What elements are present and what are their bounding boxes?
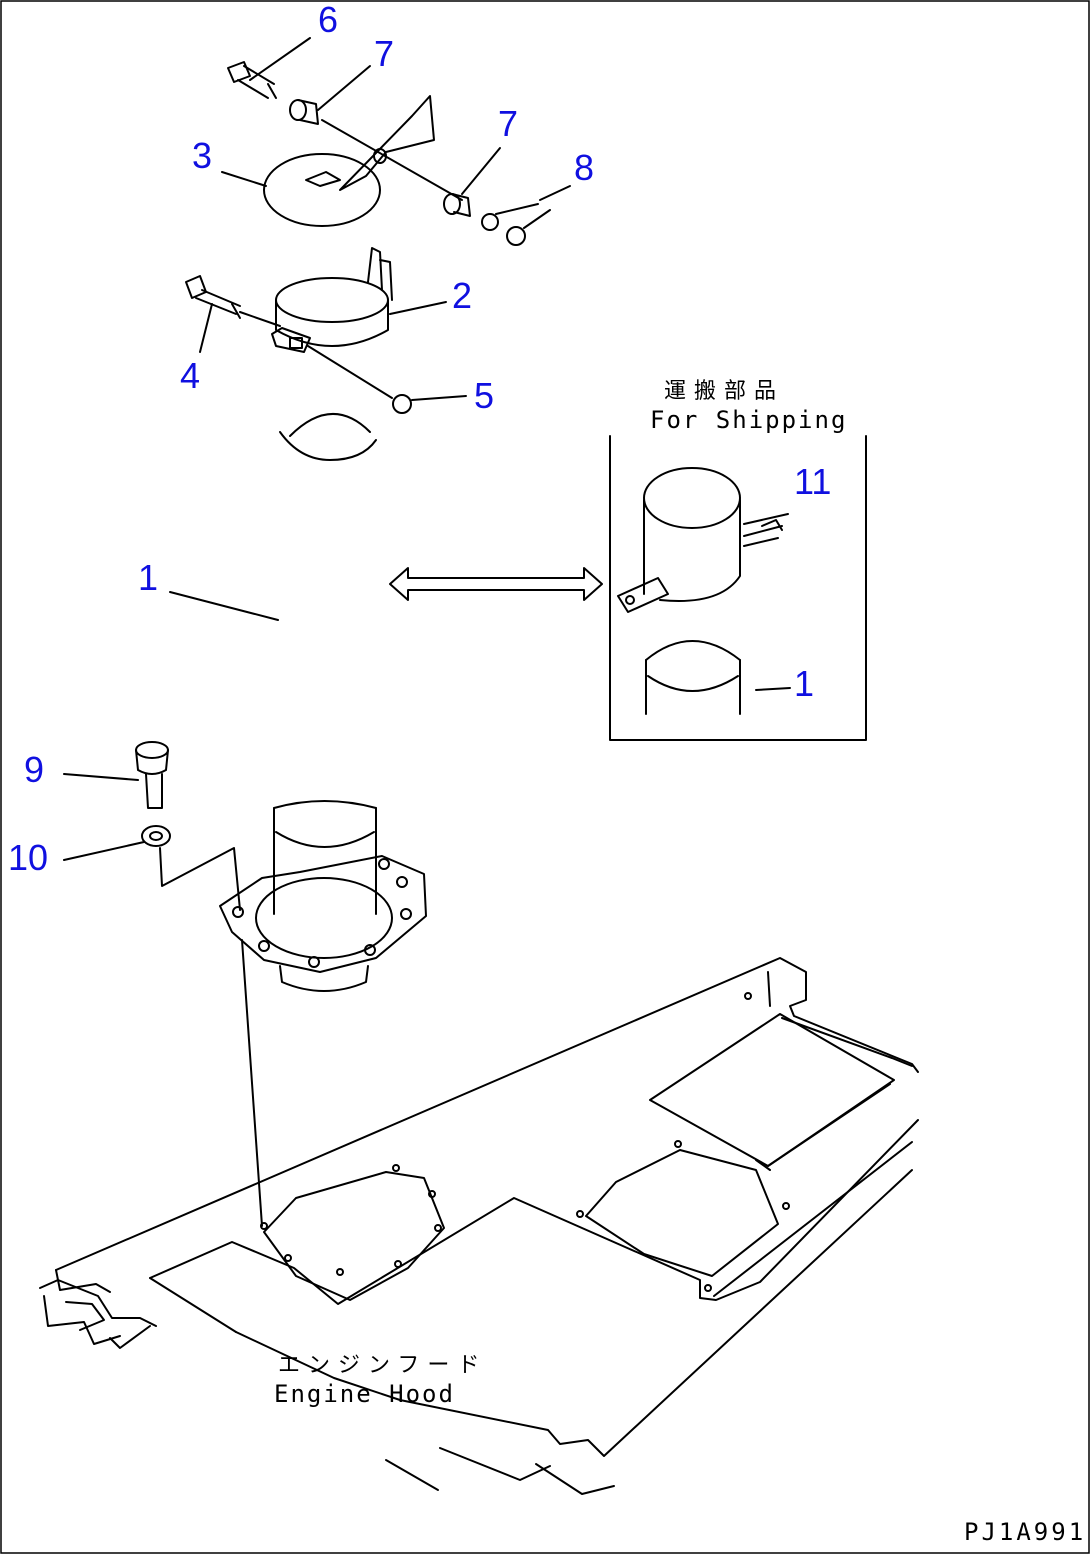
engine-hood	[39, 957, 919, 1495]
spacer-part-7-lower	[443, 147, 501, 217]
label-part-3: 3	[192, 135, 212, 176]
label-part-1-shipping: 1	[794, 663, 814, 704]
bolt-part-6	[227, 37, 311, 99]
gasket-ring	[279, 412, 377, 461]
shipping-caption-en: For Shipping	[650, 406, 847, 434]
label-part-7-upper: 7	[374, 33, 394, 74]
shipping-arrow	[389, 567, 603, 601]
washer-part-10	[63, 825, 241, 911]
bolt-part-9	[63, 741, 169, 809]
label-part-10: 10	[8, 837, 48, 878]
clamp-band-part-2	[271, 247, 447, 353]
label-part-2: 2	[452, 275, 472, 316]
label-part-6: 6	[318, 0, 338, 40]
label-part-8: 8	[574, 147, 594, 188]
bolt-part-4	[185, 275, 281, 353]
hood-caption-en: Engine Hood	[274, 1380, 455, 1408]
label-part-4: 4	[180, 355, 200, 396]
pipe-flange	[219, 800, 427, 1227]
nut-part-5	[307, 345, 467, 414]
label-part-5: 5	[474, 375, 494, 416]
shipping-box	[609, 435, 867, 741]
shipping-caption-jp: 運搬部品	[664, 379, 784, 404]
drawing-code: PJ1A991	[964, 1518, 1086, 1546]
rain-cap-part-3	[221, 95, 435, 227]
label-part-9: 9	[24, 749, 44, 790]
label-part-1: 1	[138, 557, 158, 598]
label-part-11: 11	[794, 461, 831, 502]
hood-caption-jp: エンジンフード	[278, 1353, 487, 1378]
exhaust-pipe-part-1	[169, 591, 279, 621]
spacer-part-7-upper	[289, 65, 463, 201]
label-part-7-lower: 7	[498, 103, 518, 144]
nuts-part-8	[481, 185, 571, 246]
